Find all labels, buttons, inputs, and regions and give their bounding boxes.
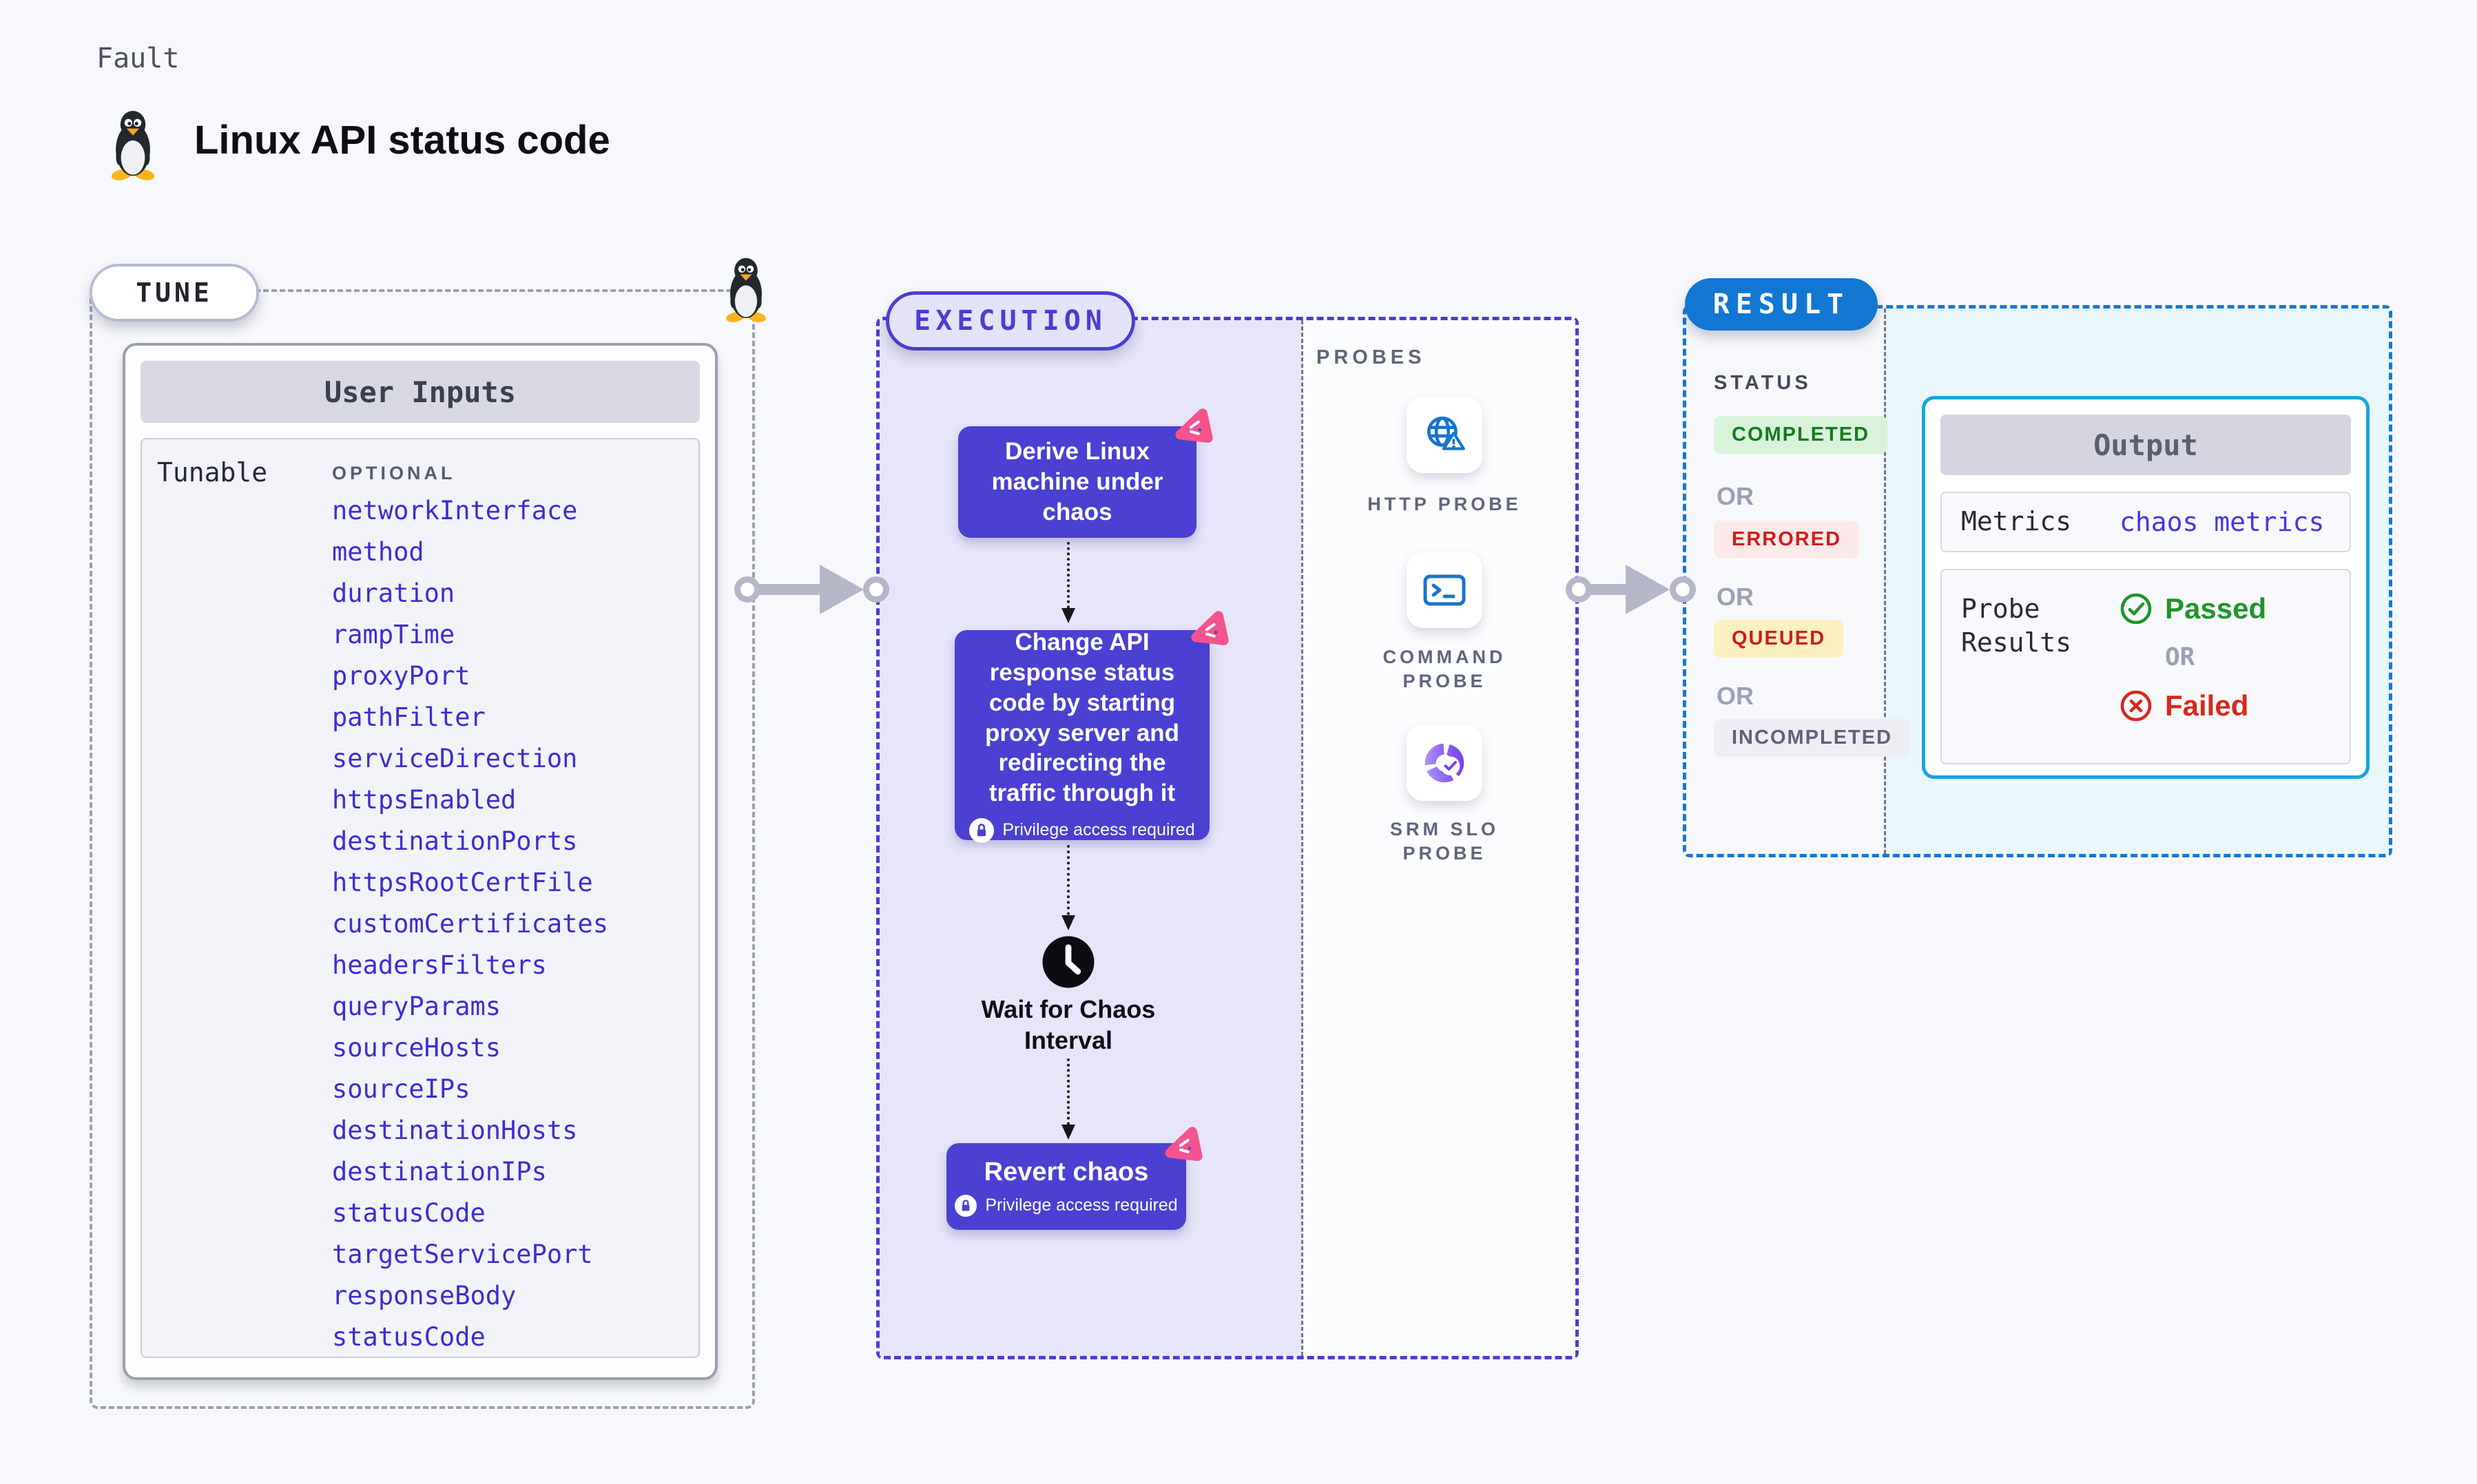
check-circle-icon (2120, 593, 2152, 625)
passed-label: Passed (2165, 592, 2267, 625)
tunable-link[interactable]: networkInterface (332, 496, 578, 525)
chaos-triangle-icon (1191, 611, 1229, 645)
tunable-link[interactable]: headersFilters (332, 950, 547, 980)
step-revert-chaos: Revert chaos Privilege access required (946, 1127, 1203, 1230)
probes-area (1301, 320, 1575, 1356)
command-probe-label: COMMAND PROBE (1382, 647, 1506, 691)
status-heading: STATUS (1714, 372, 1812, 394)
flow-arrow (1061, 542, 1075, 623)
tunable-link[interactable]: method (332, 537, 424, 567)
privilege-note: Privilege access required (969, 817, 1195, 843)
tunable-link[interactable]: sourceIPs (332, 1074, 470, 1104)
tunable-link[interactable]: httpsEnabled (332, 785, 517, 815)
fault-eyebrow: Fault (96, 43, 180, 74)
step-label: Derive Linux machine under chaos (991, 438, 1163, 525)
tunable-link[interactable]: targetServicePort (332, 1240, 593, 1269)
metrics-row: Metrics chaos metrics (1940, 492, 2351, 552)
or-label: OR (1717, 482, 1754, 510)
status-badge-queued: QUEUED (1714, 620, 1844, 658)
tunable-link[interactable]: customCertificates (332, 909, 608, 939)
tunable-link[interactable]: destinationPorts (332, 826, 578, 856)
page-title: Linux API status code (194, 118, 610, 163)
tunable-link[interactable]: responseBody (332, 1281, 517, 1310)
or-label: OR (2165, 643, 2195, 671)
flow-arrow (1061, 1058, 1075, 1140)
http-probe-card (1407, 397, 1482, 473)
clock-icon (1041, 934, 1096, 993)
tunable-link[interactable]: serviceDirection (332, 744, 578, 773)
user-inputs-card: User Inputs Tunable OPTIONAL networkInte… (123, 343, 718, 1380)
chaos-triangle-icon (1165, 1127, 1203, 1161)
user-inputs-title: User Inputs (141, 361, 700, 423)
x-circle-icon (2120, 690, 2152, 722)
tunable-link[interactable]: duration (332, 578, 455, 608)
tunable-link[interactable]: pathFilter (332, 702, 486, 732)
tunable-link[interactable]: destinationHosts (332, 1116, 578, 1145)
status-column (1686, 309, 1884, 854)
step-wait-label: Wait for Chaos Interval (981, 995, 1156, 1054)
probe-failed: Failed (2120, 689, 2266, 722)
or-label: OR (1717, 682, 1754, 710)
tunable-row-label: Tunable (157, 457, 268, 488)
tux-penguin-icon (111, 110, 155, 180)
flow-arrow (1061, 845, 1075, 930)
probe-passed: Passed (2120, 592, 2266, 625)
or-label: OR (1717, 583, 1754, 611)
probes-heading: PROBES (1316, 346, 1426, 368)
tune-badge: TUNE (90, 264, 259, 322)
chaos-triangle-icon (1175, 408, 1213, 443)
http-probe-label: HTTP PROBE (1367, 494, 1522, 514)
tunable-link[interactable]: proxyPort (332, 661, 470, 691)
result-container: STATUS COMPLETED OR ERRORED OR QUEUED OR… (1683, 305, 2392, 857)
probe-results-label: Probe Results (1961, 594, 2072, 658)
lock-icon (955, 1194, 977, 1217)
tunable-link[interactable]: statusCode (332, 1198, 486, 1228)
tunable-link[interactable]: statusCode (332, 1322, 486, 1352)
status-badge-incompleted: INCOMPLETED (1714, 719, 1911, 757)
failed-label: Failed (2165, 689, 2249, 722)
globe-alert-icon (1427, 416, 1465, 450)
step-label: Revert chaos (984, 1158, 1149, 1187)
optional-column-header: OPTIONAL (332, 463, 456, 483)
donut-check-icon (1424, 743, 1464, 783)
step-change-status-code: Change API response status code by start… (955, 611, 1229, 843)
status-badge-completed: COMPLETED (1714, 416, 1888, 454)
privilege-note-text: Privilege access required (1002, 820, 1195, 840)
tunable-link[interactable]: httpsRootCertFile (332, 868, 593, 897)
lock-icon (969, 817, 995, 843)
command-probe-card (1407, 552, 1482, 628)
step-derive-machine: Derive Linux machine under chaos (958, 408, 1213, 538)
output-title: Output (1940, 415, 2351, 475)
output-card: Output Metrics chaos metrics Probe Resul… (1922, 396, 2370, 779)
metrics-value[interactable]: chaos metrics (2120, 507, 2325, 537)
execution-container: Derive Linux machine under chaos Change … (876, 317, 1579, 1359)
tune-container (90, 289, 755, 1409)
terminal-icon (1423, 574, 1466, 606)
probe-results-row: Probe Results Passed OR (1940, 569, 2351, 764)
privilege-note: Privilege access required (955, 1194, 1178, 1217)
result-badge: RESULT (1685, 278, 1878, 331)
step-label: Change API response status code by start… (984, 629, 1180, 806)
metrics-label: Metrics (1961, 506, 2072, 537)
privilege-note-text: Privilege access required (985, 1195, 1178, 1215)
tunable-link[interactable]: queryParams (332, 992, 501, 1021)
srm-slo-probe-card (1407, 725, 1482, 801)
tunable-link[interactable]: destinationIPs (332, 1157, 547, 1187)
tunable-link[interactable]: rampTime (332, 620, 455, 649)
execution-badge: EXECUTION (886, 291, 1135, 351)
srm-slo-probe-label: SRM SLO PROBE (1389, 819, 1499, 864)
tux-penguin-icon (726, 258, 766, 322)
tunable-link[interactable]: sourceHosts (332, 1033, 501, 1063)
status-badge-errored: ERRORED (1714, 521, 1860, 558)
tunables-list: Tunable OPTIONAL networkInterface method… (141, 438, 700, 1358)
